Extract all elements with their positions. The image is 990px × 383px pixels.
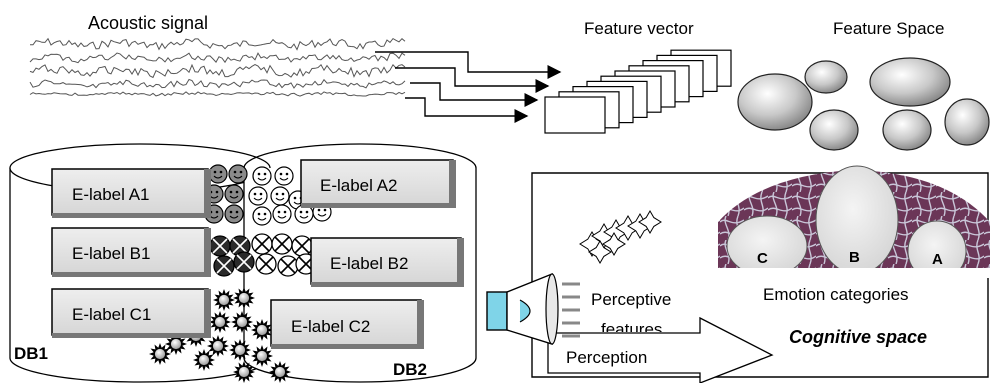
crossed-circle-icon — [291, 235, 313, 257]
perceptive-features-line1: Perceptive — [591, 290, 671, 309]
db2-label-a-text: E-label A2 — [320, 176, 398, 195]
db1-name: DB1 — [14, 344, 48, 363]
sun-icon — [233, 361, 255, 383]
waveform — [29, 37, 406, 97]
perceptive-features-arrows-icon — [579, 210, 662, 264]
db2-label-b-text: E-label B2 — [330, 254, 408, 273]
db1-label-b-text: E-label B1 — [72, 244, 150, 263]
smiley-icon — [248, 186, 268, 206]
db1-label-c-text: E-label C1 — [72, 305, 151, 324]
category-b: B — [849, 249, 860, 266]
db1-label-b: E-label B1 — [51, 227, 211, 277]
db2-label-a: E-label A2 — [300, 159, 456, 208]
smiley-icon — [252, 206, 272, 226]
smiley-icon — [224, 184, 244, 204]
feature-space-ellipses — [737, 57, 990, 151]
db2-name: DB2 — [393, 360, 427, 379]
feature-vector-stack-icon — [544, 49, 732, 134]
category-c: C — [757, 250, 768, 267]
speaker-icon — [486, 272, 580, 345]
sun-icon — [251, 319, 273, 341]
smiley-icon — [270, 186, 290, 206]
sun-icon — [149, 343, 171, 365]
perceptive-feature-glyph — [602, 232, 626, 256]
sun-icon — [207, 335, 229, 357]
db2-label-c: E-label C2 — [270, 299, 424, 349]
smiley-icon — [208, 164, 228, 184]
crossed-circle-icon — [255, 253, 277, 275]
db2-label-c-text: E-label C2 — [291, 317, 370, 336]
crossed-circle-icon — [277, 255, 299, 277]
sun-icon — [165, 333, 187, 355]
sun-icon — [231, 311, 253, 333]
db1-label-c: E-label C1 — [51, 288, 211, 338]
smiley-icon — [272, 204, 292, 224]
perception-label: Perception — [566, 348, 647, 367]
sun-icon — [251, 345, 273, 367]
sun-icons — [149, 287, 291, 383]
perceptive-feature-glyph — [638, 210, 662, 234]
sun-icon — [213, 289, 235, 311]
crossed-circle-icon — [233, 251, 255, 273]
emotion-category-region: C B A — [718, 165, 990, 278]
signal-to-vector-arrows — [375, 51, 562, 123]
perceptive-feature-glyph — [588, 240, 612, 264]
crossed-circle-icon — [271, 233, 293, 255]
category-a: A — [932, 251, 943, 268]
feature-vector-card — [544, 96, 606, 134]
sun-icon — [229, 339, 251, 361]
sun-icon — [193, 349, 215, 371]
db1-label-a-text: E-label A1 — [72, 185, 150, 204]
perceptive-feature-glyph — [579, 231, 605, 257]
smiley-icon — [224, 204, 244, 224]
smiley-icon — [228, 164, 248, 184]
perception-arrow — [547, 316, 774, 383]
crossed-circle-icon — [209, 235, 231, 257]
sun-icon — [269, 361, 291, 383]
acoustic-signal-label: Acoustic signal — [88, 13, 208, 33]
feature-space-label: Feature Space — [833, 19, 945, 38]
crossed-circle-icon — [213, 255, 235, 277]
db2-label-b: E-label B2 — [310, 237, 464, 287]
feature-vector-label: Feature vector — [584, 19, 694, 38]
smiley-icon — [252, 166, 272, 186]
crossed-circle-icon — [251, 233, 273, 255]
db1-label-a: E-label A1 — [51, 168, 211, 218]
smiley-icon — [274, 166, 294, 186]
crossed-circle-icon — [229, 235, 251, 257]
emotion-categories-label: Emotion categories — [763, 285, 909, 304]
perceptive-features-line2: features — [601, 320, 662, 339]
sun-icon — [233, 287, 255, 309]
cognitive-space-label: Cognitive space — [789, 327, 927, 347]
sun-icon — [209, 311, 231, 333]
